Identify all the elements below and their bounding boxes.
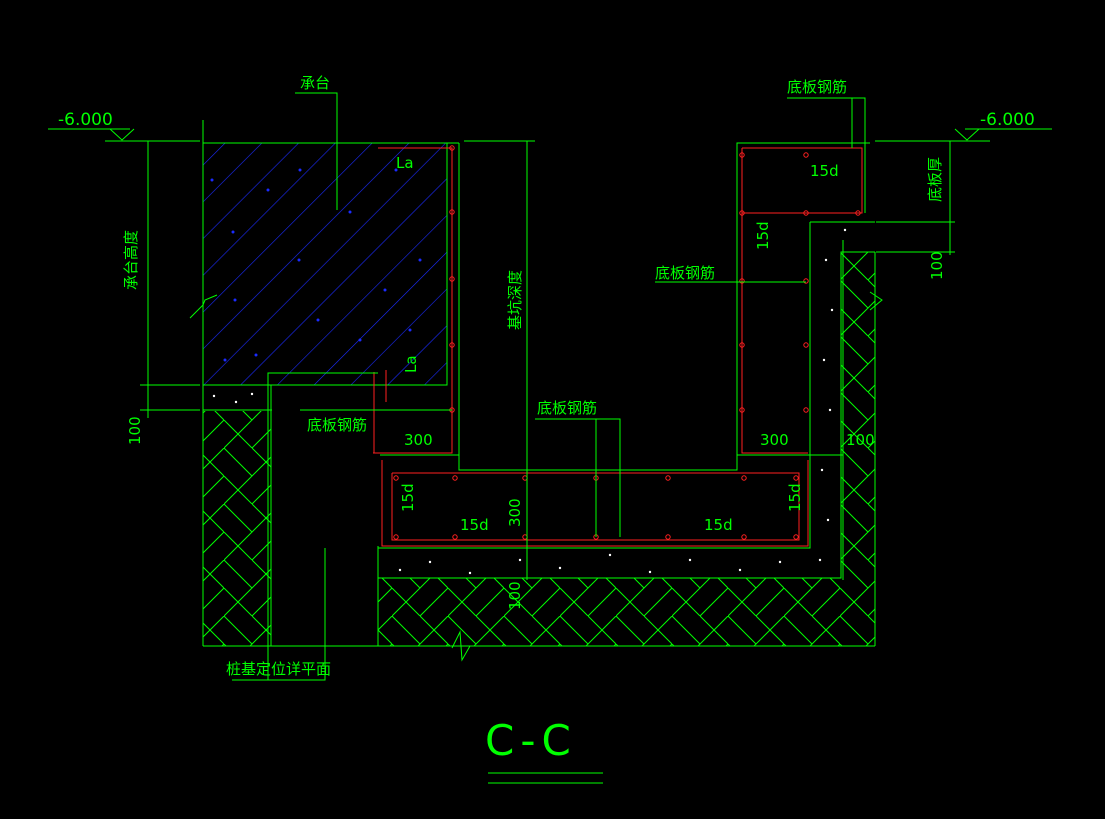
section-title: C-C [485,716,577,765]
d15-top-right: 15d [810,162,839,180]
elevation-right: -6.000 [875,110,1052,142]
pile-cap-dots [210,168,422,362]
elevation-right-label: -6.000 [980,110,1035,130]
slab-thickness-label: 底板厚 [926,157,944,202]
leaders [232,92,866,681]
d15-right-lower: 15d [786,483,804,512]
pile-location-note-label: 桩基定位详平面 [226,660,331,678]
la-left: La [402,355,420,373]
dim300-left: 300 [404,431,433,449]
d15-right-vertical: 15d [754,221,772,250]
dim300-right: 300 [760,431,789,449]
rebar [373,147,863,547]
rebar-dots [393,145,861,540]
pile-cap-height-label: 承台高度 [122,230,140,290]
dim100-right: 100 [846,431,875,449]
soil-bottom [378,578,875,646]
pit-cushion [377,221,875,579]
pile-cap-cushion [203,392,272,411]
dimension-texts: La La 15d 15d 15d 15d 15d 15d 300 300 30… [126,154,946,610]
soil-left [203,411,271,646]
labels: 承台 底板钢筋 承台高度 底板厚 基坑深度 底板钢筋 底板钢筋 底板钢筋 桩基定… [122,74,944,678]
dim100-right-upper: 100 [928,251,946,280]
base-rebar-top-right-label: 底板钢筋 [787,78,847,96]
gravel-dots [398,228,847,575]
pile-cap-label: 承台 [300,74,330,92]
pile-cap [189,120,448,646]
pit-depth-label: 基坑深度 [506,270,524,330]
soil-right [841,252,875,578]
d15-bottom-left: 15d [460,516,489,534]
dim100-bottom: 100 [506,581,524,610]
elevation-left-label: -6.000 [58,110,113,130]
d15-left-vertical: 15d [399,483,417,512]
base-rebar-right-mid-label: 底板钢筋 [655,264,715,282]
la-top: La [396,154,414,172]
base-rebar-left-label: 底板钢筋 [307,416,367,434]
elevation-left: -6.000 [48,110,185,142]
pit-outline [203,142,883,662]
d15-bottom-right: 15d [704,516,733,534]
dim300-mid: 300 [506,498,524,527]
dim100-left: 100 [126,416,144,445]
dimension-lines [140,140,955,580]
base-rebar-bottom-label: 底板钢筋 [537,399,597,417]
